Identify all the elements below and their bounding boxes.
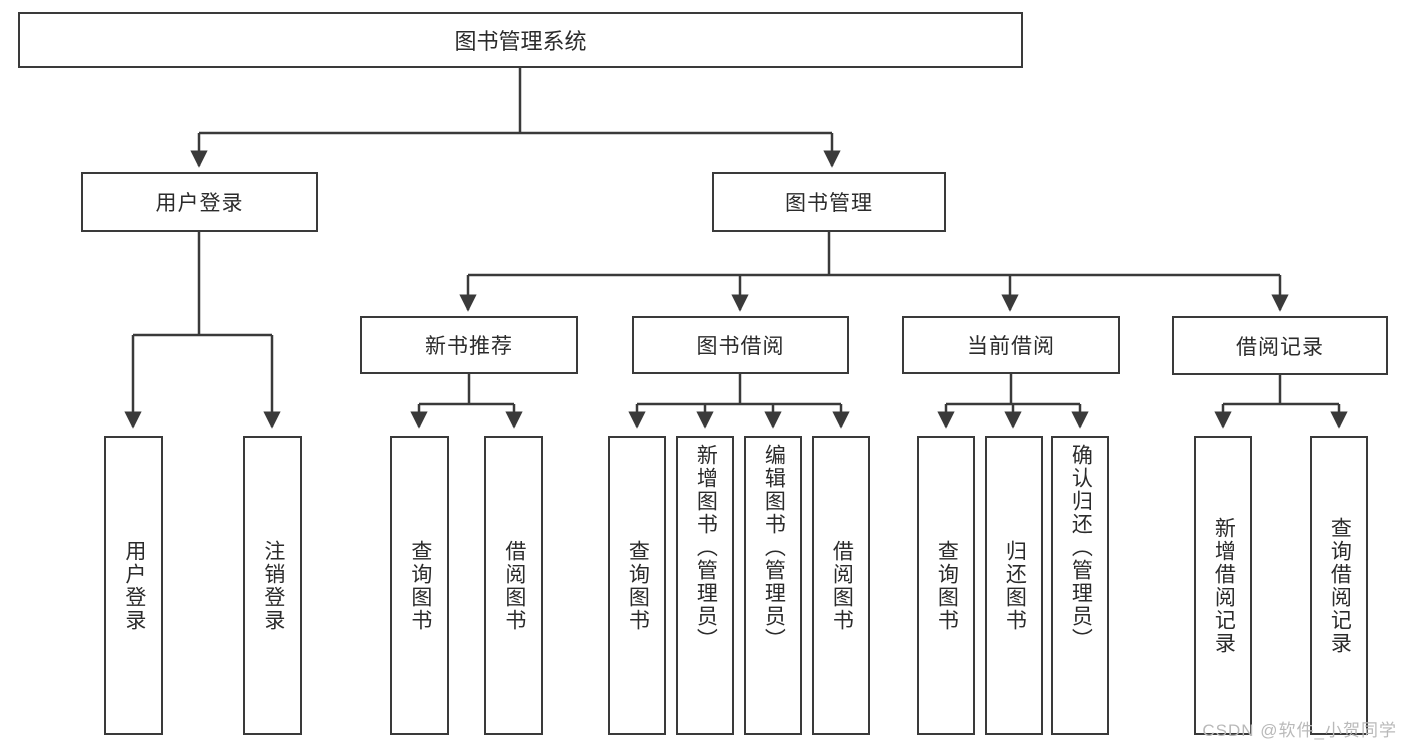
node-current-borrow[interactable]: 当前借阅 xyxy=(902,316,1120,374)
leaf-label: 用户登录 xyxy=(122,539,146,632)
node-user-login[interactable]: 用户登录 xyxy=(81,172,318,232)
leaf-book-borrow-borrow[interactable]: 借阅图书 xyxy=(812,436,870,735)
node-root-label: 图书管理系统 xyxy=(454,29,587,54)
leaf-label: 归还图书 xyxy=(1003,539,1027,632)
leaf-label: 借阅图书 xyxy=(502,539,526,632)
leaf-new-book-query[interactable]: 查询图书 xyxy=(390,436,449,735)
leaf-label: 新增借阅记录 xyxy=(1212,516,1236,655)
leaf-book-borrow-add[interactable]: 新增图书（管理员） xyxy=(676,436,734,735)
leaf-label: 确认归还（管理员） xyxy=(1069,444,1093,651)
node-new-book-recommend-label: 新书推荐 xyxy=(425,335,513,358)
leaf-label: 查询图书 xyxy=(626,539,650,632)
leaf-label: 查询借阅记录 xyxy=(1328,516,1352,655)
node-book-borrow[interactable]: 图书借阅 xyxy=(632,316,849,374)
leaf-book-borrow-edit[interactable]: 编辑图书（管理员） xyxy=(744,436,802,735)
leaf-current-borrow-return[interactable]: 归还图书 xyxy=(985,436,1043,735)
leaf-label: 查询图书 xyxy=(935,539,959,632)
node-current-borrow-label: 当前借阅 xyxy=(967,335,1055,358)
leaf-label: 查询图书 xyxy=(408,539,432,632)
node-new-book-recommend[interactable]: 新书推荐 xyxy=(360,316,578,374)
leaf-label: 注销登录 xyxy=(261,539,285,632)
leaf-label: 新增图书（管理员） xyxy=(694,444,718,651)
leaf-label: 编辑图书（管理员） xyxy=(762,444,786,651)
node-user-login-label: 用户登录 xyxy=(155,192,244,215)
leaf-current-borrow-query[interactable]: 查询图书 xyxy=(917,436,975,735)
leaf-borrow-record-query[interactable]: 查询借阅记录 xyxy=(1310,436,1368,735)
leaf-current-borrow-confirm-return[interactable]: 确认归还（管理员） xyxy=(1051,436,1109,735)
leaf-user-login-logout[interactable]: 注销登录 xyxy=(243,436,302,735)
node-root[interactable]: 图书管理系统 xyxy=(18,12,1023,68)
watermark: CSDN @软件_小贺同学 xyxy=(1202,721,1397,740)
leaf-borrow-record-add[interactable]: 新增借阅记录 xyxy=(1194,436,1252,735)
leaf-new-book-borrow[interactable]: 借阅图书 xyxy=(484,436,543,735)
node-book-manage-label: 图书管理 xyxy=(785,192,873,215)
node-borrow-record[interactable]: 借阅记录 xyxy=(1172,316,1388,375)
node-book-borrow-label: 图书借阅 xyxy=(696,335,785,358)
leaf-book-borrow-query[interactable]: 查询图书 xyxy=(608,436,666,735)
node-book-manage[interactable]: 图书管理 xyxy=(712,172,946,232)
leaf-label: 借阅图书 xyxy=(830,539,854,632)
leaf-user-login-login[interactable]: 用户登录 xyxy=(104,436,163,735)
node-borrow-record-label: 借阅记录 xyxy=(1236,335,1324,359)
